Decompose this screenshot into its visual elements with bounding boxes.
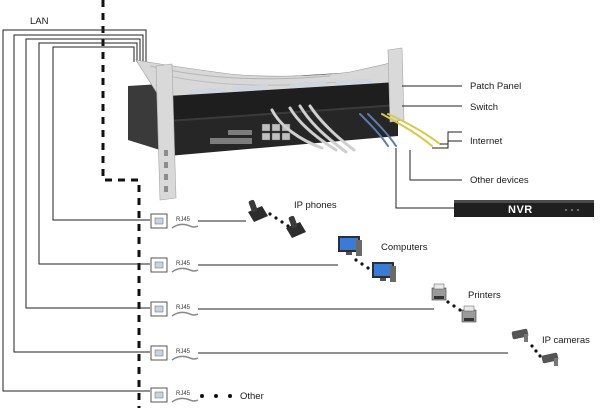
ip-cameras-group: IP cameras	[511, 328, 590, 366]
printers-group: Printers	[431, 283, 501, 323]
lan-label: LAN	[30, 16, 49, 27]
lan-cable-bundle	[2, 29, 150, 392]
patch-panel-label: Patch Panel	[470, 81, 521, 92]
outlet-label: RJ45	[176, 305, 191, 311]
other-label: Other	[240, 391, 264, 402]
outlet-row-3: RJ45	[150, 301, 434, 317]
outlet-row-4: RJ45	[150, 345, 508, 361]
patch-panel	[168, 82, 398, 120]
rack-rail-right	[387, 47, 405, 123]
patch-panel-ports	[190, 78, 372, 95]
computers-label: Computers	[381, 242, 428, 253]
switch-label: Switch	[470, 102, 498, 113]
outlet-label: RJ45	[176, 217, 191, 223]
network-rack	[128, 47, 441, 201]
ip-camera-icon	[511, 328, 529, 342]
outlet-label: RJ45	[176, 391, 191, 397]
ip-phone-icon	[248, 199, 268, 222]
ip-phones-group: IP phones	[248, 199, 337, 238]
outlet-label: RJ45	[176, 261, 191, 267]
outlet-label: RJ45	[176, 349, 191, 355]
rack-callout-lines	[395, 85, 462, 209]
internet-label: Internet	[470, 136, 503, 147]
computers-group: Computers	[338, 236, 428, 282]
outlet-row-2: RJ45	[150, 257, 338, 273]
outlet-row-5: RJ45	[150, 387, 232, 403]
rack-rail-left	[155, 63, 177, 201]
ip-phone-icon	[286, 215, 306, 238]
printer-icon	[431, 283, 447, 301]
nvr-label: NVR	[508, 204, 533, 216]
ip-phones-label: IP phones	[294, 200, 337, 211]
ip-cameras-label: IP cameras	[542, 335, 590, 346]
other-devices-label: Other devices	[470, 175, 529, 186]
switch-leds	[210, 130, 252, 144]
printer-icon	[461, 305, 477, 323]
nvr-unit: NVR	[454, 200, 594, 217]
outlet-row-1: RJ45	[150, 213, 246, 229]
desktop-computer-icon	[372, 262, 396, 282]
wall-boundary-dashed-line	[101, 0, 141, 408]
printers-label: Printers	[468, 290, 501, 301]
ip-camera-icon	[541, 352, 559, 366]
desktop-computer-icon	[338, 236, 362, 256]
